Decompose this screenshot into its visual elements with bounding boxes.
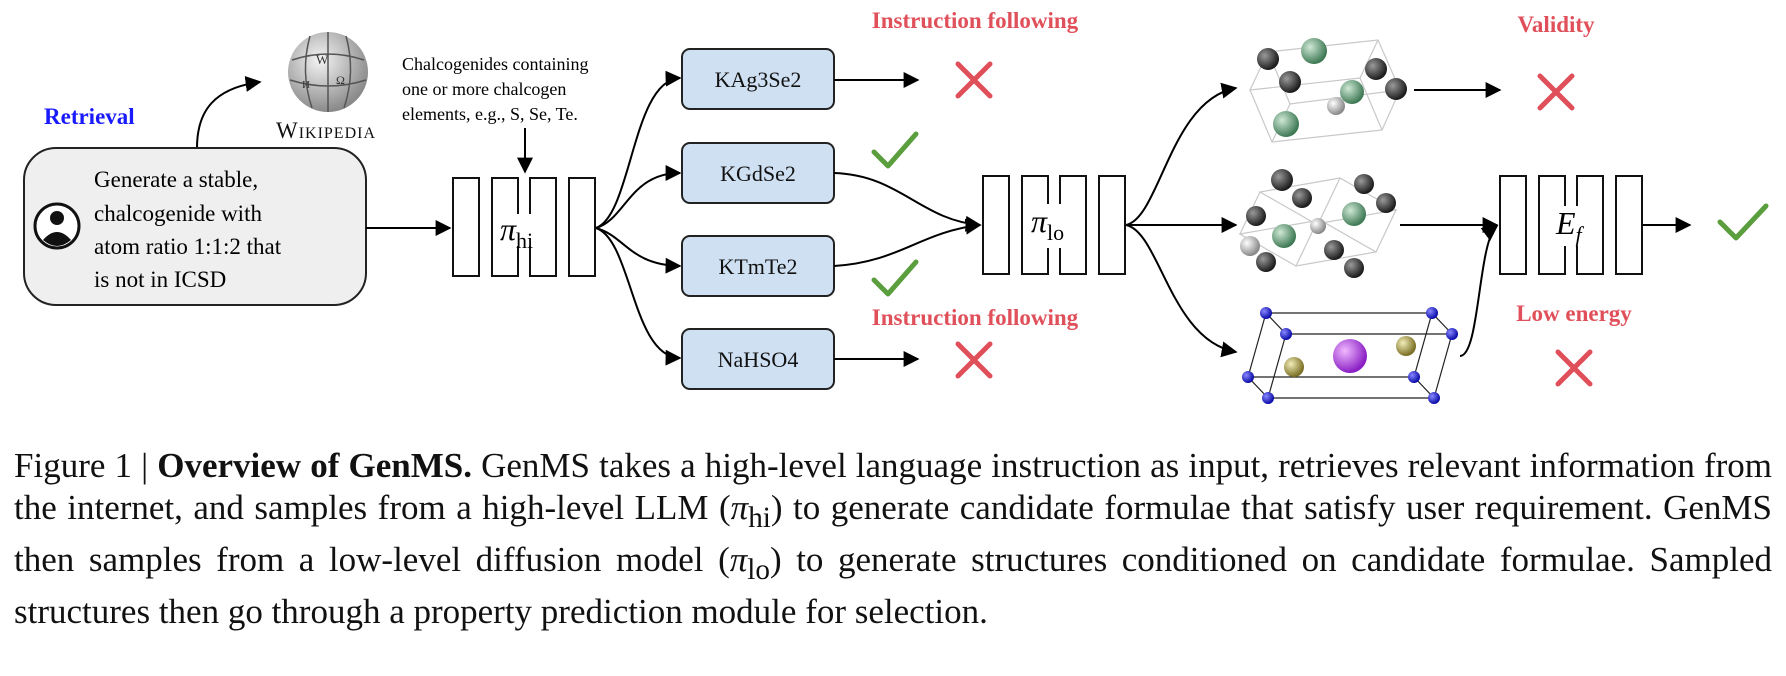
pi-lo-symbol: πlo [1031,203,1064,245]
svg-text:Ω: Ω [336,73,345,87]
branch-arrow [595,227,682,274]
user-prompt-box: Generate a stable, chalcogenide with ato… [23,147,367,306]
note-line: Chalcogenides containing [402,54,588,74]
wikipedia-wordmark: Wikipedia [276,118,376,143]
note-line: one or more chalcogen [402,79,566,99]
cross-icon [955,341,993,379]
check-icon [871,259,919,297]
caption-subscript: hi [748,502,771,534]
svg-text:NaHSO4: NaHSO4 [718,347,799,372]
caption-text: GenMS takes a high-level language instru… [14,446,1772,527]
candidate-box: KTmTe2 [681,235,835,297]
caption-subscript: lo [747,554,770,586]
genms-overview-figure: Retrieval W Ω И Wikipedia Chalcogenides … [23,8,1769,404]
cross-icon [1555,349,1593,387]
branch-arrow [595,227,682,366]
instruction-following-label: Instruction following [872,305,1079,330]
to-property-arrow [1459,225,1499,357]
to-diffusion-arrow [833,218,982,267]
caption-prefix: Figure 1 | [14,446,158,485]
formation-energy-symbol: Ef [1555,205,1585,247]
check-icon [871,131,919,169]
note-line: elements, e.g., S, Se, Te. [402,104,578,124]
cross-icon [955,61,993,99]
candidate-box: KGdSe2 [681,142,835,204]
crystal-structure-high-energy [1242,307,1458,404]
to-diffusion-arrow [833,172,982,232]
caption-text: ) to generate structures conditioned on … [14,540,1772,631]
prompt-line: chalcogenide with [94,201,262,226]
retrieval-arrow [196,75,262,149]
user-icon [33,202,81,250]
svg-text:KTmTe2: KTmTe2 [718,254,797,279]
wikipedia-logo: W Ω И Wikipedia [276,32,376,143]
check-icon [1717,203,1769,241]
cross-icon [1537,73,1575,111]
figure-caption: Figure 1 | Overview of GenMS. GenMS take… [14,445,1772,633]
branch-arrow [595,165,682,229]
retrieval-label: Retrieval [44,104,135,129]
chalcogenide-note: Chalcogenides containing one or more cha… [402,54,588,124]
svg-text:KGdSe2: KGdSe2 [720,161,796,186]
crystal-structure-invalid [1249,38,1407,143]
svg-text:W: W [316,52,329,67]
instruction-following-label: Instruction following [872,8,1079,33]
svg-text:И: И [302,79,310,91]
svg-text:KAg3Se2: KAg3Se2 [715,67,802,92]
candidate-box: NaHSO4 [681,328,835,390]
caption-text: ) to generate candidate formulae that sa… [14,488,1773,579]
low-energy-label: Low energy [1516,301,1632,326]
caption-symbol: π [729,540,748,579]
validity-label: Validity [1517,12,1595,37]
branch-arrow [595,70,682,229]
prompt-line: Generate a stable, [94,167,258,192]
structure-arrow [1125,224,1238,358]
structure-arrow [1125,82,1238,226]
caption-title: Overview of GenMS. [157,446,472,485]
prompt-line: is not in ICSD [94,267,226,292]
crystal-structure-valid [1238,169,1398,278]
caption-symbol: π [730,488,749,527]
pi-hi-symbol: πhi [500,211,533,253]
prompt-line: atom ratio 1:1:2 that [94,234,282,259]
candidate-box: KAg3Se2 [681,48,835,110]
